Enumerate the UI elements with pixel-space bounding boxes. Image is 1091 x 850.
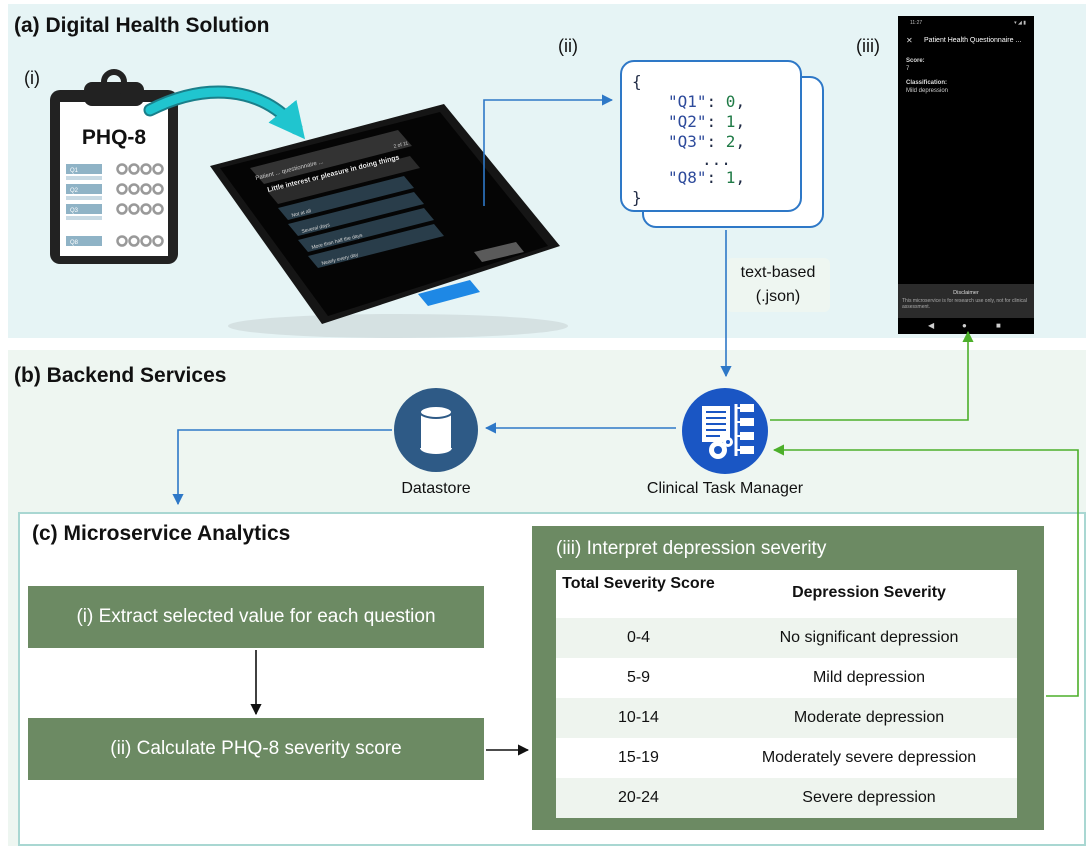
score-range-cell: 0-4 bbox=[626, 629, 651, 646]
json-key-q8: "Q8" bbox=[668, 168, 707, 187]
section-title-backend-services: (b) Backend Services bbox=[14, 364, 227, 387]
step-calculate-score: (ii) Calculate PHQ-8 severity score bbox=[28, 718, 484, 780]
severity-cell: Moderately severe depression bbox=[761, 749, 977, 766]
clipboard-title: PHQ-8 bbox=[82, 126, 147, 149]
interpret-severity-title: (iii) Interpret depression severity bbox=[556, 538, 827, 559]
classification-value: Mild depression bbox=[906, 88, 949, 94]
recents-nav-icon[interactable]: ■ bbox=[996, 321, 1001, 330]
result-phone-screen: 11:27 ▾ ◢ ▮ ✕ Patient Health Questionnai… bbox=[898, 16, 1034, 334]
json-line-q1: "Q1": 0, bbox=[668, 92, 746, 111]
json-value-q8: 1 bbox=[725, 168, 736, 187]
score-value: 7 bbox=[906, 66, 910, 72]
json-open-brace: { bbox=[632, 72, 642, 91]
score-range-cell: 10-14 bbox=[618, 709, 659, 726]
home-nav-icon[interactable]: ● bbox=[962, 321, 967, 330]
task-manager-icon bbox=[682, 388, 768, 474]
severity-table-header: Total Severity Score Depression Severity bbox=[556, 570, 1017, 618]
result-screen-title: Patient Health Questionnaire ... bbox=[924, 37, 1022, 44]
table-row: 15-19 Moderately severe depression bbox=[556, 738, 1017, 778]
json-line-q2: "Q2": 1, bbox=[668, 112, 746, 131]
phq8-clipboard: PHQ-8 Q1 Q2 Q3 bbox=[48, 68, 188, 268]
severity-cell: Mild depression bbox=[812, 669, 926, 686]
disclaimer-bar: Disclaimer This microservice is for rese… bbox=[898, 284, 1034, 318]
json-value-q2: 1 bbox=[725, 112, 736, 131]
json-key-q3: "Q3" bbox=[668, 132, 707, 151]
clipboard-q8: Q8 bbox=[70, 240, 79, 246]
clipboard-q2: Q2 bbox=[70, 188, 79, 194]
section-title-digital-health: (a) Digital Health Solution bbox=[14, 14, 270, 37]
marker-iii: (iii) bbox=[856, 36, 880, 56]
json-line-q3: "Q3": 2, bbox=[668, 132, 746, 151]
marker-ii: (ii) bbox=[558, 36, 578, 56]
clipboard-icon: PHQ-8 Q1 Q2 Q3 bbox=[50, 69, 178, 264]
back-nav-icon[interactable]: ◀ bbox=[928, 321, 935, 330]
clinical-task-manager-label: Clinical Task Manager bbox=[646, 480, 804, 497]
table-row: 20-24 Severe depression bbox=[556, 778, 1017, 818]
smartphone-icon: Little interest or pleasure in doing thi… bbox=[210, 104, 568, 338]
disclaimer-text: This microservice is for research use on… bbox=[902, 298, 1027, 310]
clipboard-q1: Q1 bbox=[70, 168, 79, 174]
database-icon bbox=[394, 388, 478, 472]
step-interpret-severity: (iii) Interpret depression severity Tota… bbox=[532, 526, 1044, 830]
json-card-front: { "Q1": 0, "Q2": 1, "Q3": 2, ... "Q8": 1… bbox=[620, 60, 802, 212]
section-title-microservice-analytics: (c) Microservice Analytics bbox=[32, 522, 291, 545]
json-line-q8: "Q8": 1, bbox=[668, 168, 746, 187]
json-ellipsis: ... bbox=[702, 150, 731, 169]
step-extract-values: (i) Extract selected value for each ques… bbox=[28, 586, 484, 648]
table-row: 5-9 Mild depression bbox=[556, 658, 1017, 698]
json-value-q1: 0 bbox=[725, 92, 736, 111]
transport-format-line1: text-based bbox=[740, 264, 816, 281]
phone-option-1: Not at all bbox=[291, 208, 312, 219]
score-range-cell: 15-19 bbox=[618, 749, 659, 766]
marker-i: (i) bbox=[24, 68, 40, 88]
transport-format-label: text-based (.json) bbox=[726, 258, 830, 312]
android-nav-bar: ◀ ● ■ bbox=[898, 318, 1034, 334]
json-value-q3: 2 bbox=[725, 132, 736, 151]
datastore-node bbox=[392, 386, 480, 474]
json-key-q1: "Q1" bbox=[668, 92, 707, 111]
transport-format-line2: (.json) bbox=[755, 288, 801, 305]
status-icons: ▾ ◢ ▮ bbox=[1014, 20, 1026, 26]
header-depression-severity: Depression Severity bbox=[792, 584, 946, 601]
close-icon[interactable]: ✕ bbox=[906, 36, 913, 45]
clinical-task-manager-node bbox=[680, 386, 770, 476]
severity-cell: No significant depression bbox=[779, 629, 959, 646]
json-key-q2: "Q2" bbox=[668, 112, 707, 131]
score-range-cell: 5-9 bbox=[626, 669, 651, 686]
json-close-brace: } bbox=[632, 188, 642, 207]
severity-cell: Severe depression bbox=[802, 789, 936, 806]
table-row: 0-4 No significant depression bbox=[556, 618, 1017, 658]
score-range-cell: 20-24 bbox=[618, 789, 659, 806]
disclaimer-title: Disclaimer bbox=[953, 290, 979, 296]
table-row: 10-14 Moderate depression bbox=[556, 698, 1017, 738]
severity-table: Total Severity Score Depression Severity… bbox=[556, 570, 1017, 818]
datastore-label: Datastore bbox=[401, 480, 471, 497]
phone-progress: 2 of 11 bbox=[393, 140, 409, 149]
json-payload-document: { "Q1": 0, "Q2": 1, "Q3": 2, ... "Q8": 1… bbox=[620, 60, 825, 230]
clipboard-q3: Q3 bbox=[70, 208, 79, 214]
score-label: Score: bbox=[906, 58, 925, 64]
status-time: 11:27 bbox=[910, 20, 923, 26]
severity-cell: Moderate depression bbox=[793, 709, 945, 726]
smartphone-questionnaire: Little interest or pleasure in doing thi… bbox=[198, 96, 568, 342]
header-total-severity-score: Total Severity Score bbox=[562, 575, 715, 592]
classification-label: Classification: bbox=[906, 80, 948, 86]
